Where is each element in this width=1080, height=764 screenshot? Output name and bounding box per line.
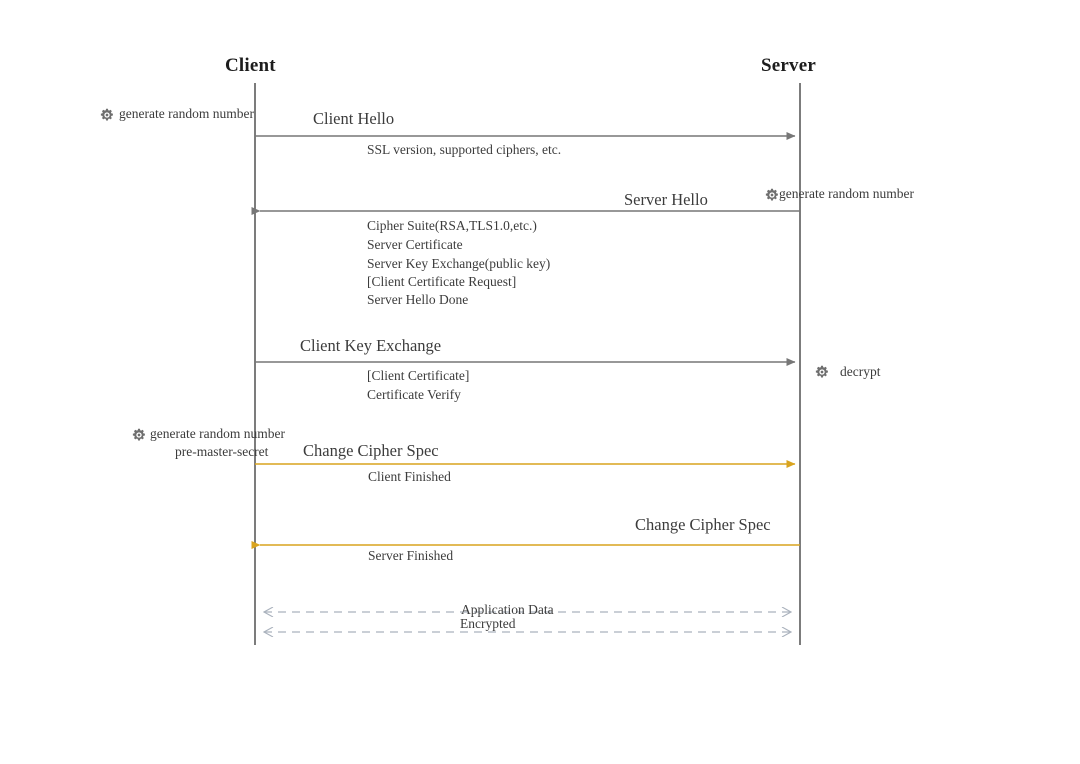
gear-icon <box>132 428 146 442</box>
message-detail-server-hello-3: Server Key Exchange(public key) <box>367 256 551 271</box>
note-generate-random-premaster: generate random number <box>150 426 285 441</box>
note-premaster-secret: pre-master-secret <box>175 444 269 459</box>
message-detail-client-key-exchange-2: Certificate Verify <box>367 387 461 402</box>
message-detail-server-hello-5: Server Hello Done <box>367 292 469 307</box>
note-generate-random-client: generate random number <box>119 106 254 121</box>
actor-title-server: Server <box>761 55 816 76</box>
note-generate-random-server: generate random number <box>779 186 914 201</box>
message-detail-client-hello-1: SSL version, supported ciphers, etc. <box>367 142 562 157</box>
message-detail-encrypted: Encrypted <box>460 616 516 631</box>
message-detail-server-finished: Server Finished <box>368 548 454 563</box>
message-title-application-data: Application Data <box>461 602 554 617</box>
note-decrypt: decrypt <box>840 364 881 379</box>
message-detail-client-finished: Client Finished <box>368 469 451 484</box>
message-detail-client-key-exchange-1: [Client Certificate] <box>367 368 470 383</box>
gear-icon <box>765 188 779 202</box>
message-detail-server-hello-4: [Client Certificate Request] <box>367 274 517 289</box>
message-title-client-hello: Client Hello <box>313 109 395 128</box>
message-detail-server-hello-2: Server Certificate <box>367 237 463 252</box>
message-title-server-hello: Server Hello <box>624 190 708 209</box>
actor-title-client: Client <box>225 55 276 76</box>
message-title-server-change-cipher-spec: Change Cipher Spec <box>635 515 771 534</box>
gear-icon <box>815 365 829 379</box>
message-detail-server-hello-1: Cipher Suite(RSA,TLS1.0,etc.) <box>367 218 537 233</box>
message-title-client-key-exchange: Client Key Exchange <box>300 336 442 355</box>
message-title-client-change-cipher-spec: Change Cipher Spec <box>303 441 439 460</box>
gear-icon <box>100 108 114 122</box>
